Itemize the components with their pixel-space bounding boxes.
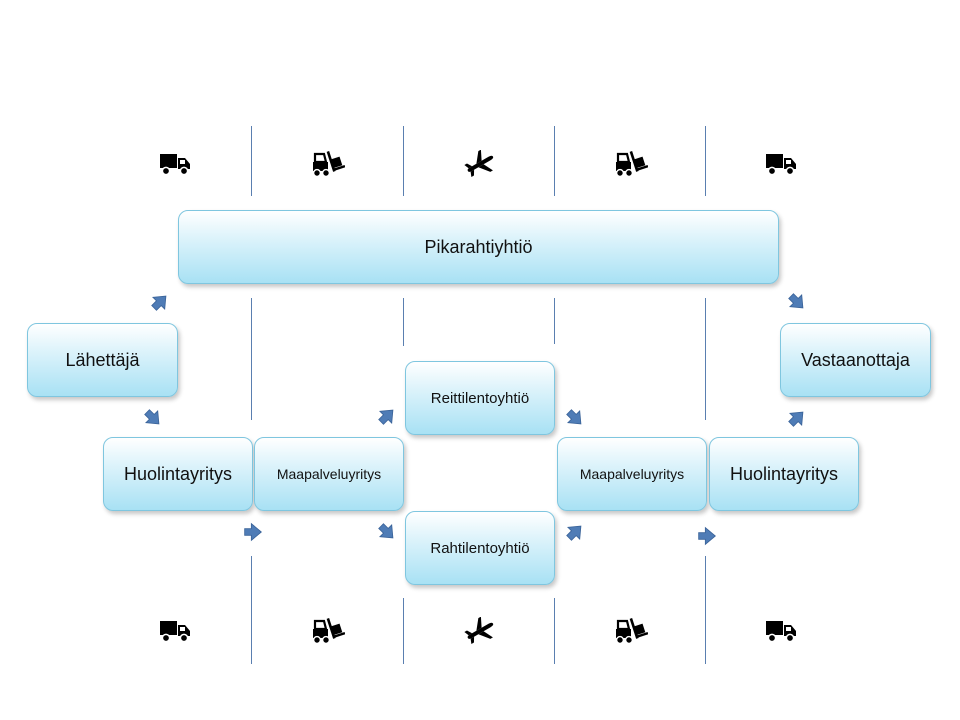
maapalveluyritys-right-label: Maapalveluyritys bbox=[579, 466, 685, 482]
divider-line bbox=[705, 298, 706, 420]
vastaanottaja-box: Vastaanottaja bbox=[780, 323, 931, 397]
maapalveluyritys-left-label: Maapalveluyritys bbox=[276, 466, 382, 482]
arrow-rahtilento-to-maapalvelu bbox=[562, 519, 588, 545]
maapalveluyritys-right-box: Maapalveluyritys bbox=[557, 437, 707, 511]
arrow-maapalvelu-to-huolinta bbox=[698, 527, 716, 545]
forklift-icon bbox=[311, 150, 345, 178]
arrow-reittilento-to-maapalvelu bbox=[562, 405, 588, 431]
arrow-huolinta-to-maapalvelu bbox=[244, 523, 262, 541]
divider-line bbox=[554, 298, 555, 344]
divider-line bbox=[554, 126, 555, 196]
airplane-icon bbox=[463, 617, 497, 645]
divider-line bbox=[403, 298, 404, 346]
huolintayritys-right-box: Huolintayritys bbox=[709, 437, 859, 511]
lahettaja-label: Lähettäjä bbox=[65, 349, 140, 370]
arrow-huolinta-to-vastaanottaja bbox=[784, 405, 810, 431]
huolintayritys-left-box: Huolintayritys bbox=[103, 437, 253, 511]
truck-icon bbox=[159, 620, 191, 643]
reittilentoyhtio-box: Reittilentoyhtiö bbox=[405, 361, 555, 435]
truck-icon bbox=[765, 620, 797, 643]
lahettaja-box: Lähettäjä bbox=[27, 323, 178, 397]
divider-line bbox=[251, 556, 252, 664]
divider-line bbox=[251, 126, 252, 196]
truck-icon bbox=[765, 153, 797, 176]
arrow-maapalvelu-to-rahtilento bbox=[374, 519, 400, 545]
divider-line bbox=[705, 556, 706, 664]
huolintayritys-left-label: Huolintayritys bbox=[123, 463, 233, 484]
truck-icon bbox=[159, 153, 191, 176]
reittilentoyhtio-label: Reittilentoyhtiö bbox=[430, 389, 530, 407]
huolintayritys-right-label: Huolintayritys bbox=[729, 463, 839, 484]
rahtilentoyhtio-label: Rahtilentoyhtiö bbox=[430, 539, 530, 557]
divider-line bbox=[403, 126, 404, 196]
pikarahtiyhtio-box: Pikarahtiyhtiö bbox=[178, 210, 779, 284]
forklift-icon bbox=[614, 617, 648, 645]
forklift-icon bbox=[311, 617, 345, 645]
arrow-lahettaja-to-pikarahti bbox=[147, 289, 173, 315]
airplane-icon bbox=[463, 150, 497, 178]
divider-line bbox=[251, 298, 252, 420]
divider-line bbox=[403, 598, 404, 664]
maapalveluyritys-left-box: Maapalveluyritys bbox=[254, 437, 404, 511]
vastaanottaja-label: Vastaanottaja bbox=[801, 349, 910, 370]
divider-line bbox=[554, 598, 555, 664]
arrow-lahettaja-to-huolinta bbox=[140, 405, 166, 431]
forklift-icon bbox=[614, 150, 648, 178]
pikarahtiyhtio-label: Pikarahtiyhtiö bbox=[424, 236, 533, 257]
rahtilentoyhtio-box: Rahtilentoyhtiö bbox=[405, 511, 555, 585]
arrow-maapalvelu-to-reittilento bbox=[374, 403, 400, 429]
divider-line bbox=[705, 126, 706, 196]
arrow-pikarahti-to-vastaanottaja bbox=[784, 289, 810, 315]
